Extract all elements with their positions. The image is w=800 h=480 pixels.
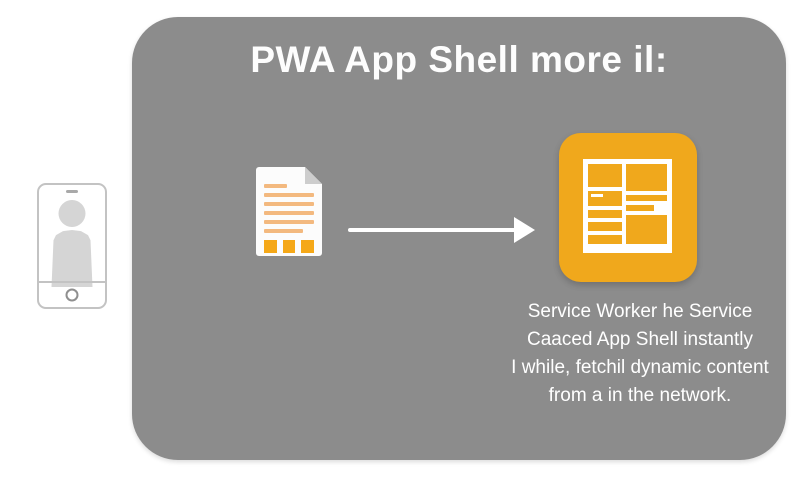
wireframe-block [626, 215, 667, 244]
doc-text-line [264, 184, 287, 188]
caption-line: Caaced App Shell instantly [526, 329, 754, 350]
doc-thumbnail-square [264, 240, 277, 253]
page-fold-corner [305, 167, 322, 184]
doc-thumbnails-row [264, 240, 314, 253]
arrow-right-icon [348, 217, 538, 243]
wireframe-bar [588, 222, 622, 231]
wireframe-block [588, 164, 622, 187]
wireframe-label-dash [591, 194, 603, 197]
doc-text-line [264, 193, 314, 197]
doc-thumbnail-square [301, 240, 314, 253]
home-button-icon [65, 288, 79, 302]
wireframe-block [626, 164, 667, 191]
doc-text-line [264, 220, 314, 224]
phone-icon [37, 183, 107, 309]
main-panel: PWA App Shell more il: [132, 17, 786, 460]
arrow-shaft [348, 228, 516, 232]
phone-home-bar [39, 281, 105, 307]
app-shell-icon [559, 133, 697, 282]
doc-text-line [264, 211, 314, 215]
wireframe-bar [588, 235, 622, 244]
wireframe-bar [626, 205, 654, 211]
arrow-head [514, 217, 535, 243]
user-silhouette-body [51, 230, 93, 287]
phone-speaker-icon [66, 190, 78, 193]
caption-line: Service Worker he Service [527, 301, 753, 322]
caption-text: Service Worker he Service Caaced App She… [494, 298, 786, 410]
document-icon [256, 167, 322, 256]
wireframe-right-column [626, 164, 667, 248]
diagram-title: PWA App Shell more il: [250, 39, 668, 80]
document-content [264, 184, 314, 253]
wireframe-bar [588, 210, 622, 218]
user-silhouette-head [58, 200, 86, 227]
doc-text-line [264, 202, 314, 206]
doc-text-line [264, 229, 303, 233]
app-shell-wireframe [583, 159, 672, 253]
wireframe-block [588, 191, 622, 206]
doc-thumbnail-square [283, 240, 296, 253]
wireframe-bar [626, 195, 667, 201]
wireframe-left-column [588, 164, 622, 248]
caption-line: from a in the network. [548, 385, 732, 406]
caption-line: I while, fetchil dynamic content [511, 357, 769, 378]
